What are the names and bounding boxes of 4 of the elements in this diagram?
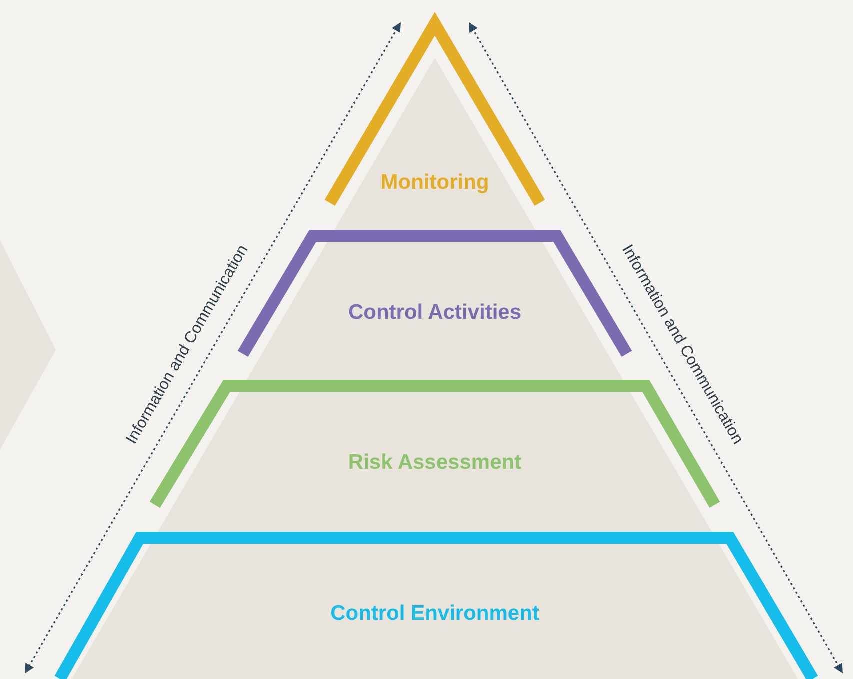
tier-label: Control Environment (330, 602, 540, 626)
pyramid-tier (54, 530, 819, 679)
tier-label: Risk Assessment (348, 451, 522, 475)
tier-label: Control Activities (348, 301, 522, 325)
